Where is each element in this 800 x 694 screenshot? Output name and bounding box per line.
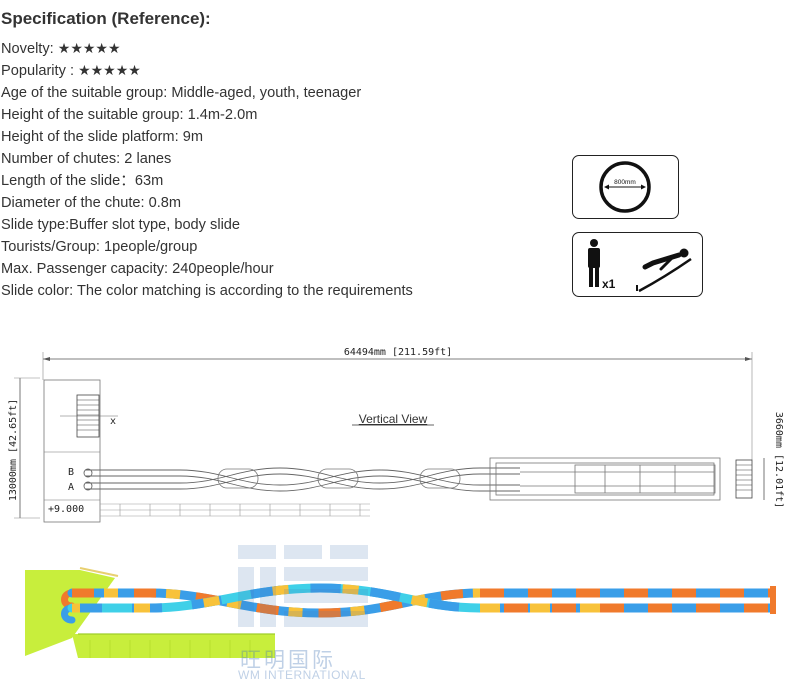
height-label: 13000mm [42.65ft] xyxy=(8,399,19,501)
spec-height-group: Height of the suitable group: 1.4m-2.0m xyxy=(1,107,258,123)
rider-icon-box: x1 xyxy=(572,232,703,297)
chute-2-blue-bands xyxy=(72,583,481,613)
spec-diameter: Diameter of the chute: 0.8m xyxy=(1,195,182,211)
diameter-icon: 800mm xyxy=(599,161,651,213)
person-icon xyxy=(588,239,600,287)
elevation-label: +9.000 xyxy=(48,504,84,515)
rider-count: x1 xyxy=(602,277,616,291)
rider-icon: x1 xyxy=(588,239,692,293)
end-stair xyxy=(735,459,753,499)
spec-novelty: Novelty: ★★★★★ xyxy=(1,38,413,60)
lane-a-label: A xyxy=(68,482,74,493)
watermark-en: WM INTERNATIONAL xyxy=(238,668,366,682)
width-right-label: 3660mm [12.01ft] xyxy=(773,412,784,508)
spec-tourists: Tourists/Group: 1people/group xyxy=(1,239,198,255)
spec-label: Popularity : xyxy=(1,63,79,79)
stair-block xyxy=(60,394,118,438)
spec-color: Slide color: The color matching is accor… xyxy=(1,283,413,299)
total-length-label: 64494mm [211.59ft] xyxy=(344,347,452,358)
spec-list: Novelty: ★★★★★ Popularity : ★★★★★ Age of… xyxy=(1,38,413,302)
base-structure xyxy=(100,503,370,517)
sliding-person-icon xyxy=(636,248,692,293)
chute-a-plan xyxy=(85,467,520,490)
view-label: Vertical View xyxy=(359,412,428,426)
novelty-stars: ★★★★★ xyxy=(57,41,121,57)
spec-platform-height: Height of the slide platform: 9m xyxy=(1,129,203,145)
popularity-stars: ★★★★★ xyxy=(78,63,141,79)
tower-outline xyxy=(43,379,101,523)
vertical-view-drawing: 64494mm [211.59ft] 13000mm [42.65ft] 366… xyxy=(8,347,784,523)
spec-length: Length of the slide：63m xyxy=(1,173,164,189)
support-rings xyxy=(217,468,461,489)
spec-capacity: Max. Passenger capacity: 240people/hour xyxy=(1,261,274,277)
wm-logo-icon xyxy=(238,545,368,627)
diameter-icon-box: 800mm xyxy=(572,155,679,219)
platform-ramp xyxy=(72,634,275,658)
lane-end-cap xyxy=(770,586,776,614)
spec-popularity: Popularity : ★★★★★ xyxy=(1,60,413,82)
chute-1-orange-bands xyxy=(72,588,481,618)
diameter-label: 800mm xyxy=(614,179,636,186)
slide-render xyxy=(25,567,776,658)
watermark-cn: 旺明国际 xyxy=(240,648,336,672)
spec-label: Novelty: xyxy=(1,41,58,57)
axis-mark: x xyxy=(110,416,116,427)
chute-b-plan xyxy=(85,469,520,492)
lane-b-label: B xyxy=(68,467,74,478)
spec-title: Specification (Reference): xyxy=(1,9,211,28)
runout-pool xyxy=(489,457,721,501)
spec-type: Slide type:Buffer slot type, body slide xyxy=(1,217,241,233)
spec-chutes: Number of chutes: 2 lanes xyxy=(1,151,172,167)
spec-age-group: Age of the suitable group: Middle-aged, … xyxy=(1,85,362,101)
